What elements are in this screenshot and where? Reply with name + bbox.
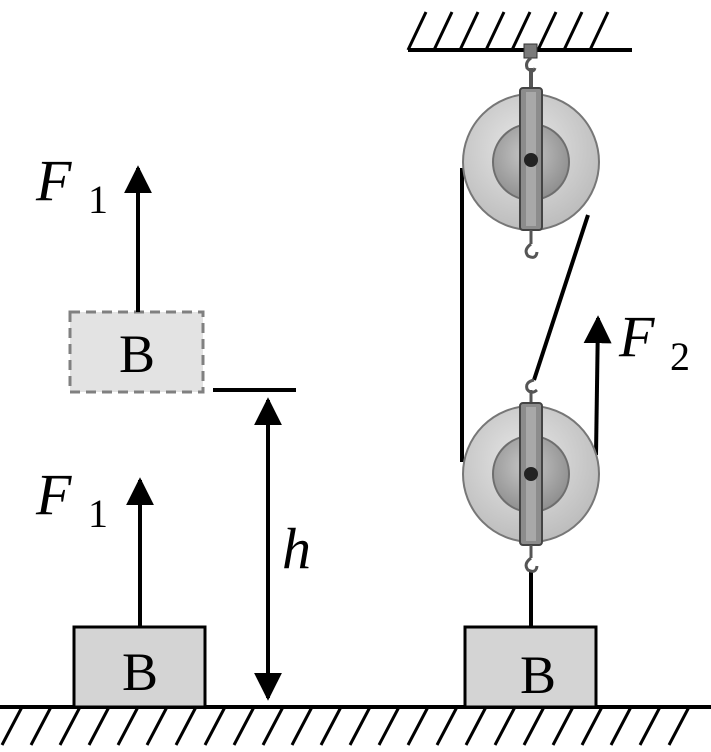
rope [460, 168, 612, 627]
dashed-block-label: B [119, 324, 155, 384]
f1-upper-subscript: 1 [88, 177, 108, 222]
upper-pulley-bottom-hook-icon [524, 230, 539, 259]
f2-subscript: 2 [670, 334, 690, 379]
ground-block-b-right: B [463, 625, 598, 709]
hatch-line [580, 706, 604, 746]
lower-pulley-bottom-hook-icon [524, 545, 539, 573]
hatch-line [377, 706, 401, 746]
hatch-line [261, 706, 285, 746]
hatch-line [588, 11, 610, 51]
hatch-line [464, 706, 488, 746]
lower-pulley-top-hook-icon [525, 378, 538, 404]
top-hook-icon [523, 43, 538, 88]
f1-lower-symbol: F [35, 462, 72, 527]
hatch-line [435, 706, 459, 746]
hatch-line [348, 706, 372, 746]
lower-pulley-icon [462, 402, 600, 546]
hatch-line [58, 706, 82, 746]
f1-lower-subscript: 1 [88, 491, 108, 536]
force-f1-upper-label: F 1 [35, 148, 108, 222]
height-label: h [282, 516, 311, 581]
hatch-line [493, 706, 517, 746]
hatch-line [458, 11, 480, 51]
hatch-line [522, 706, 546, 746]
hatch-line [510, 11, 532, 51]
hatch-line [406, 11, 428, 51]
hatch-line [609, 706, 633, 746]
f1-upper-symbol: F [35, 148, 72, 213]
hatch-line [536, 11, 558, 51]
ceiling-hatch-icon [406, 11, 610, 51]
upper-pulley-icon [462, 87, 600, 231]
ground-hatch-icon [0, 706, 691, 746]
hatch-line [406, 706, 430, 746]
ground [0, 705, 711, 746]
f2-symbol: F [618, 304, 655, 369]
hatch-line [232, 706, 256, 746]
height-indicator: h [213, 388, 311, 701]
dashed-block-b: B [68, 310, 205, 394]
hatch-line [0, 706, 24, 746]
hatch-line [432, 11, 454, 51]
hatch-line [29, 706, 53, 746]
hatch-line [116, 706, 140, 746]
hatch-line [203, 706, 227, 746]
ground-block-left-label: B [122, 642, 158, 702]
ceiling [406, 11, 632, 52]
hatch-line [638, 706, 662, 746]
hatch-line [174, 706, 198, 746]
ground-block-right-label: B [520, 645, 556, 705]
hatch-line [290, 706, 314, 746]
hatch-line [87, 706, 111, 746]
force-f1-lower-label: F 1 [35, 462, 108, 536]
hatch-line [667, 706, 691, 746]
hatch-line [562, 11, 584, 51]
hatch-line [484, 11, 506, 51]
hatch-line [145, 706, 169, 746]
force-f2-label: F 2 [618, 304, 690, 379]
hatch-line [551, 706, 575, 746]
hatch-line [319, 706, 343, 746]
ground-block-b-left: B [72, 625, 207, 709]
